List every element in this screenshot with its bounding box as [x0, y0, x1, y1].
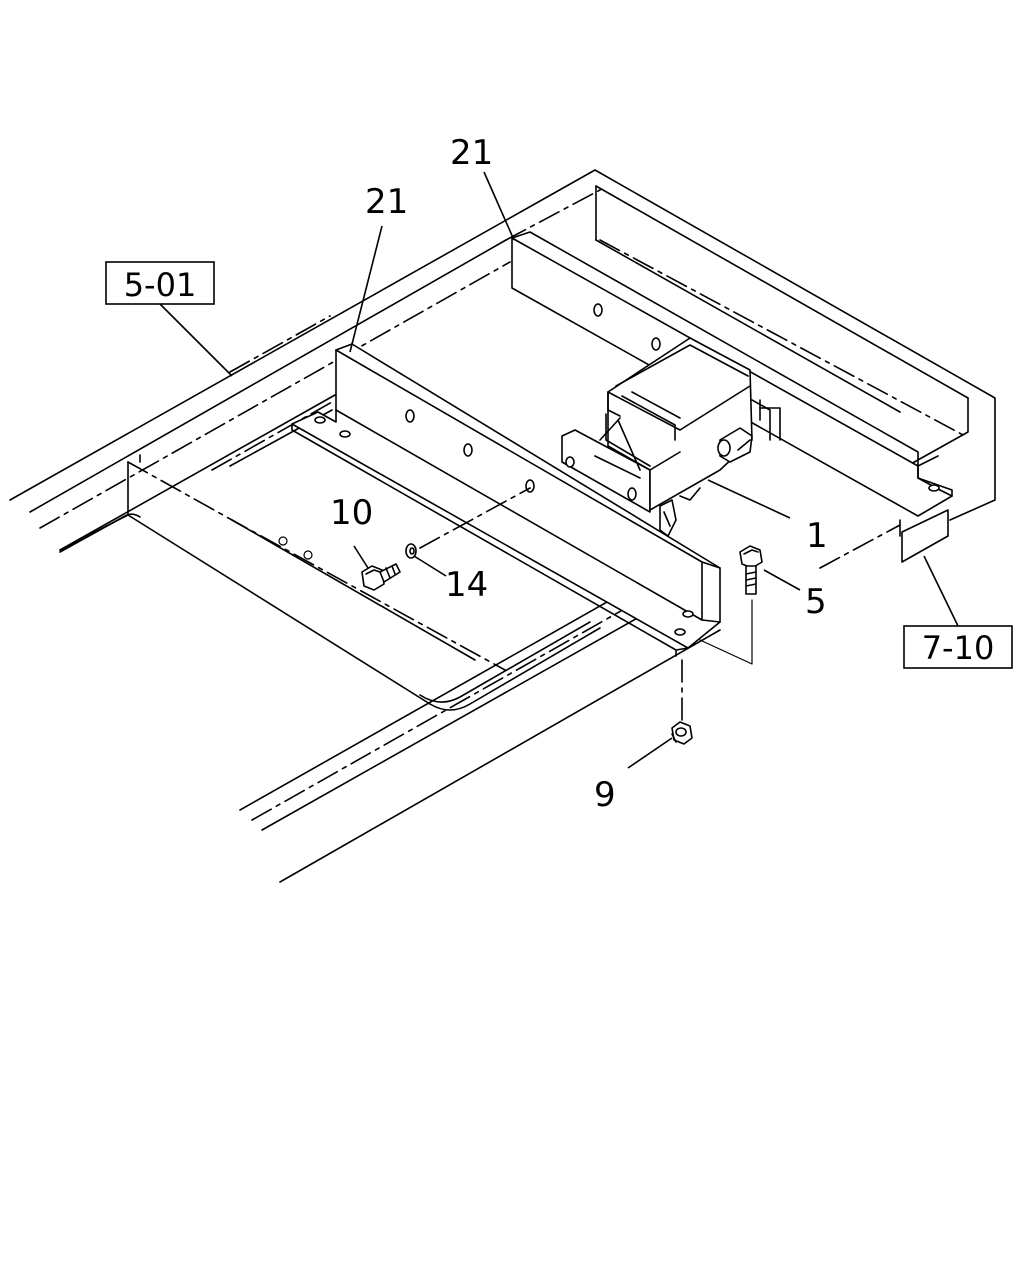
callout-21-right: 21 — [450, 133, 493, 173]
chassis-frame — [9, 169, 996, 883]
callout-14: 14 — [445, 565, 488, 605]
callout-1: 1 — [806, 516, 828, 556]
reference-box-frame — [105, 261, 215, 305]
callout-9: 9 — [594, 775, 616, 815]
callout-5: 5 — [805, 582, 827, 622]
reference-label-7-10: 7-10 — [922, 629, 995, 667]
washer-14 — [405, 543, 417, 559]
callout-10: 10 — [330, 493, 373, 533]
callout-21-left: 21 — [365, 182, 408, 222]
bolt-5 — [739, 545, 763, 595]
reference-box-7-10[interactable]: 7-10 — [903, 625, 1013, 669]
reference-box-5-01[interactable]: 5-01 — [105, 261, 215, 305]
reference-label-5-01: 5-01 — [124, 266, 197, 304]
hitch-assembly-1 — [561, 337, 771, 537]
reference-box-frame — [903, 625, 1013, 669]
nut-9 — [671, 721, 693, 745]
assembly-centerlines — [419, 487, 901, 721]
bolt-10 — [361, 563, 401, 591]
leader-lines — [159, 171, 959, 769]
callout-labels: 21 21 10 14 1 5 9 — [330, 133, 828, 815]
connector-tab — [901, 509, 949, 563]
